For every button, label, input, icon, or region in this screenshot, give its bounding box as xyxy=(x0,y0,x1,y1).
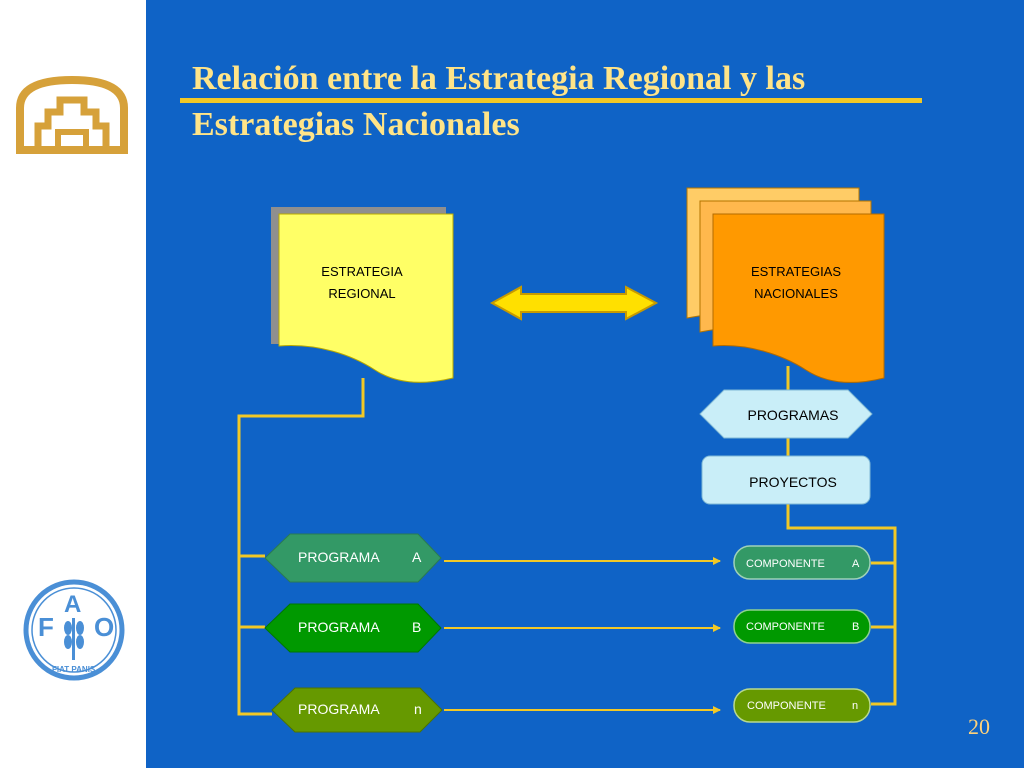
componente-b-box: COMPONENTE B xyxy=(733,609,871,644)
programas-label: PROGRAMAS xyxy=(747,407,838,423)
proyectos-box: PROYECTOS xyxy=(701,455,871,505)
programas-box: PROGRAMAS xyxy=(699,389,873,439)
double-arrow-icon xyxy=(489,285,659,321)
programa-n-box: PROGRAMA n xyxy=(271,687,443,733)
programa-n-label: PROGRAMA xyxy=(298,701,380,717)
estrategia-regional-label-line-1: ESTRATEGIA xyxy=(321,264,403,279)
regional-trunk-line xyxy=(237,378,365,716)
slide-title-line-2: Estrategias Nacionales xyxy=(192,106,520,143)
programa-b-box: PROGRAMA B xyxy=(264,603,442,653)
programa-a-label: PROGRAMA xyxy=(298,549,380,565)
fao-letter-o: O xyxy=(94,612,114,642)
componente-a-id: A xyxy=(852,558,860,570)
connector-lines xyxy=(237,366,897,716)
estrategias-nacionales-label-line-1: ESTRATEGIAS xyxy=(751,264,841,279)
componente-a-box: COMPONENTE A xyxy=(733,545,871,580)
estrategia-regional-document: ESTRATEGIA REGIONAL xyxy=(271,207,454,383)
estrategias-nacionales-label-line-2: NACIONALES xyxy=(754,286,838,301)
componente-n-label: COMPONENTE xyxy=(747,700,826,712)
fao-letter-a: A xyxy=(64,591,81,618)
programa-b-label: PROGRAMA xyxy=(298,619,380,635)
andean-stepped-arch-logo-icon xyxy=(16,75,128,154)
componente-n-box: COMPONENTE n xyxy=(733,688,871,723)
wheat-ear-icon xyxy=(64,618,84,660)
logos: F A O FIAT PANIS xyxy=(16,75,128,681)
componente-a-label: COMPONENTE xyxy=(746,558,825,570)
estrategias-nacionales-documents: ESTRATEGIAS NACIONALES xyxy=(686,187,885,383)
proyectos-label: PROYECTOS xyxy=(749,474,837,490)
page-number: 20 xyxy=(968,714,990,739)
programa-a-id: A xyxy=(412,549,422,565)
programa-to-componente-arrows xyxy=(444,557,721,714)
programa-n-id: n xyxy=(414,701,422,717)
componente-b-label: COMPONENTE xyxy=(746,621,825,633)
fao-letter-f: F xyxy=(38,612,54,642)
title-underline xyxy=(180,98,922,103)
slide-title-line-1: Relación entre la Estrategia Regional y … xyxy=(192,60,806,97)
sidebar: F A O FIAT PANIS xyxy=(0,0,146,768)
componente-n-id: n xyxy=(852,700,858,712)
fao-motto: FIAT PANIS xyxy=(52,665,96,674)
proyectos-trunk-line xyxy=(786,504,897,706)
programa-a-box: PROGRAMA A xyxy=(264,533,442,583)
slide-title: Relación entre la Estrategia Regional y … xyxy=(192,56,952,148)
componente-b-id: B xyxy=(852,621,859,633)
programa-b-id: B xyxy=(412,619,421,635)
estrategia-regional-label-line-2: REGIONAL xyxy=(328,286,395,301)
fao-logo: F A O FIAT PANIS xyxy=(23,579,125,681)
